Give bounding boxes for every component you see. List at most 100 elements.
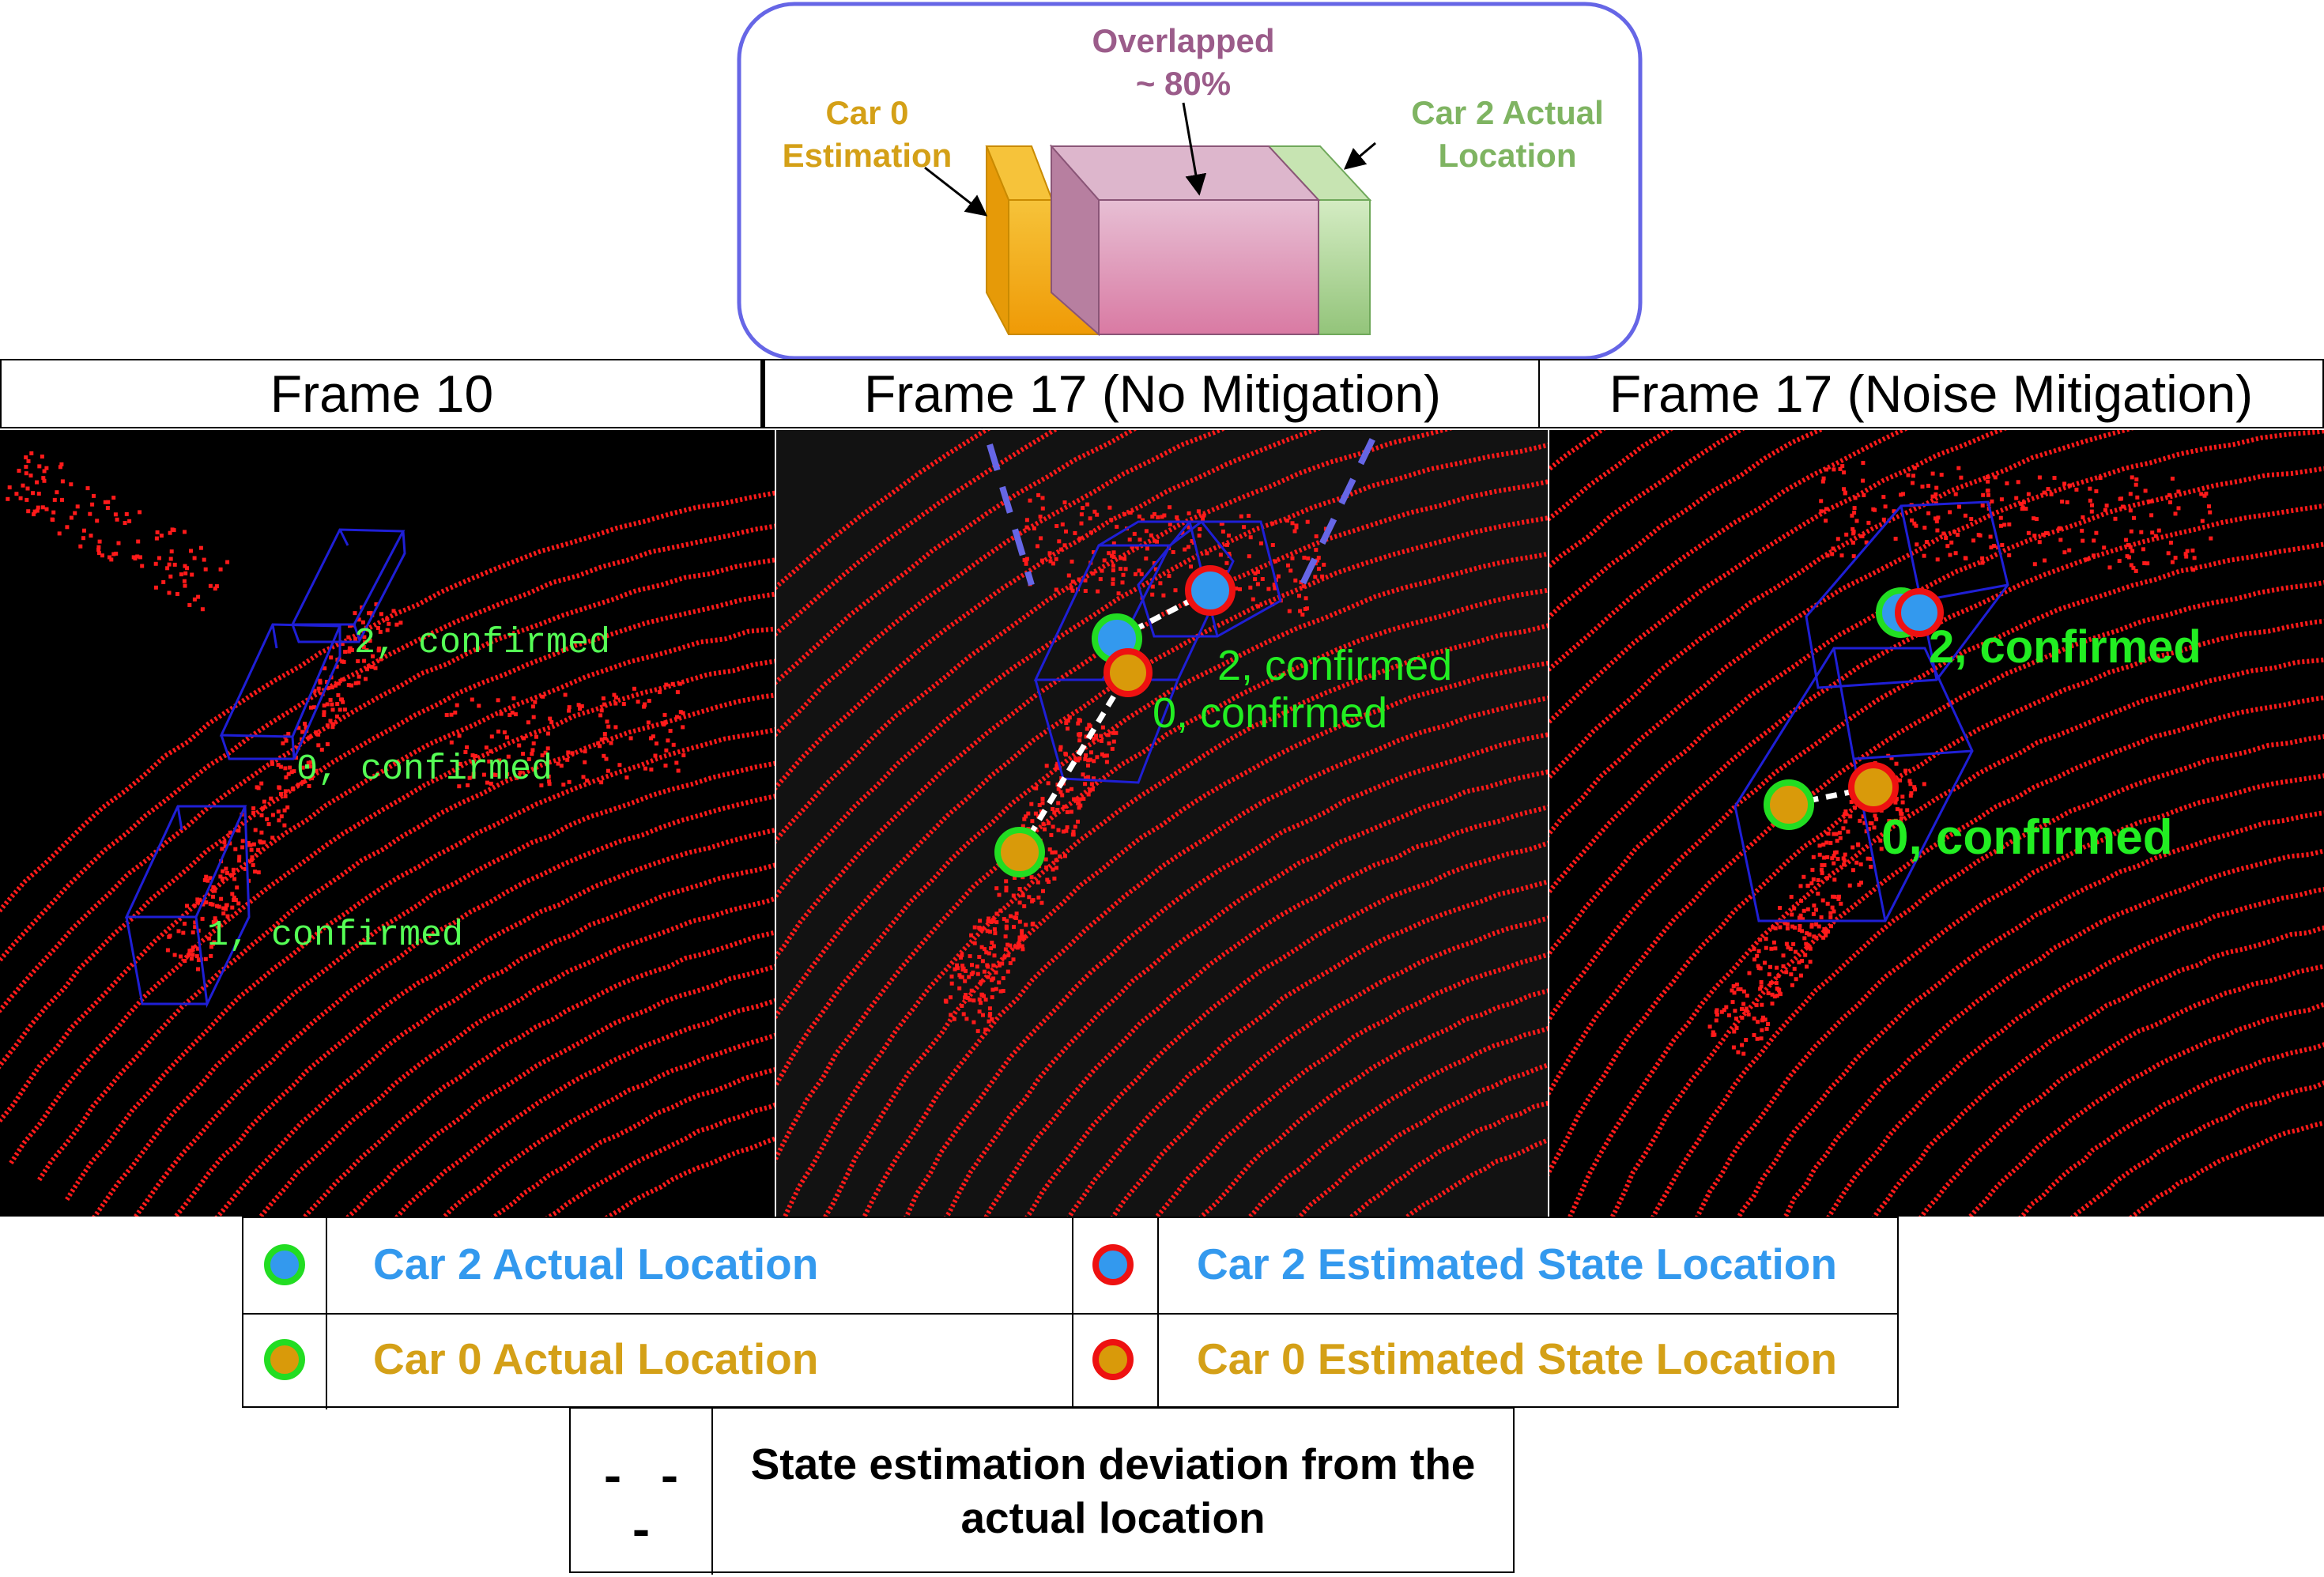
lidar-point bbox=[1764, 937, 1768, 941]
lidar-point bbox=[1040, 496, 1045, 500]
lidar-point bbox=[1814, 907, 1818, 912]
lidar-point bbox=[1039, 900, 1044, 905]
lidar-ring bbox=[2018, 1042, 2324, 1217]
lidar-point bbox=[155, 530, 160, 534]
lidar-point bbox=[1732, 990, 1737, 995]
lidar-point bbox=[1740, 1006, 1744, 1011]
lidar-point bbox=[1077, 577, 1081, 582]
lidar-point bbox=[230, 873, 234, 877]
lidar-point bbox=[547, 779, 552, 783]
lidar-point bbox=[36, 492, 41, 496]
lidar-point bbox=[1834, 832, 1839, 836]
lidar-point bbox=[457, 784, 462, 789]
lidar-point bbox=[250, 855, 255, 860]
lidar-point bbox=[1160, 515, 1164, 519]
lidar-point bbox=[1098, 577, 1103, 582]
lidar-point bbox=[114, 551, 119, 556]
lidar-point bbox=[1832, 877, 1837, 882]
lidar-point bbox=[2121, 504, 2126, 509]
lidar-point bbox=[2192, 556, 2197, 560]
lidar-point bbox=[1989, 545, 1994, 549]
lidar-point bbox=[990, 987, 995, 992]
lidar-point bbox=[670, 681, 675, 686]
lidar-point bbox=[1828, 915, 1833, 919]
lidar-point bbox=[1111, 564, 1115, 568]
lidar-point bbox=[1060, 793, 1065, 798]
lidar-point bbox=[336, 692, 341, 697]
lidar-point bbox=[1893, 800, 1898, 805]
lidar-point bbox=[1793, 926, 1797, 930]
lidar-point bbox=[969, 933, 974, 938]
lidar-point bbox=[210, 902, 215, 907]
lidar-point bbox=[203, 567, 208, 572]
lidar-point bbox=[1930, 471, 1935, 476]
lidar-point bbox=[25, 486, 30, 491]
lidar-point bbox=[231, 867, 236, 872]
lidar-point bbox=[2037, 475, 2042, 480]
lidar-point bbox=[1912, 521, 1917, 526]
lidar-point bbox=[1740, 1015, 1745, 1020]
lidar-point bbox=[1843, 819, 1848, 824]
lidar-point bbox=[209, 945, 213, 949]
lidar-ring bbox=[1549, 579, 2324, 1097]
lidar-point bbox=[364, 647, 369, 652]
lidar-point bbox=[1070, 787, 1073, 791]
lidar-point bbox=[1830, 552, 1835, 556]
lidar-point bbox=[224, 903, 229, 907]
panel-3-car2-estimated-marker bbox=[1895, 588, 1944, 637]
lidar-ring bbox=[776, 430, 1226, 738]
lidar-point bbox=[602, 702, 607, 707]
lidar-point bbox=[92, 493, 96, 498]
lidar-point bbox=[1054, 587, 1058, 592]
lidar-ring bbox=[132, 794, 775, 1217]
lidar-point bbox=[971, 1020, 976, 1024]
lidar-point bbox=[507, 713, 512, 717]
lidar-point bbox=[179, 572, 183, 577]
lidar-point bbox=[282, 823, 287, 828]
lidar-point bbox=[1846, 829, 1851, 834]
lidar-point bbox=[235, 885, 240, 890]
lidar-point bbox=[1808, 946, 1813, 951]
lidar-point bbox=[194, 954, 199, 959]
lidar-point bbox=[1052, 810, 1057, 815]
lidar-point bbox=[1767, 972, 1771, 977]
lidar-point bbox=[1805, 931, 1809, 936]
lidar-point bbox=[975, 1028, 980, 1033]
lidar-point bbox=[385, 628, 390, 632]
lidar-point bbox=[2130, 475, 2134, 480]
lidar-point bbox=[1839, 553, 1844, 558]
lidar-point bbox=[288, 765, 292, 770]
lidar-point bbox=[2084, 557, 2089, 562]
lidar-point bbox=[334, 683, 338, 688]
lidar-point bbox=[230, 892, 235, 896]
lidar-point bbox=[1798, 973, 1803, 978]
panel-1-boxes bbox=[124, 528, 406, 1009]
lidar-point bbox=[1971, 538, 1975, 543]
lidar-point bbox=[1190, 539, 1194, 543]
lidar-point bbox=[581, 775, 586, 779]
lidar-point bbox=[26, 509, 31, 514]
lidar-point bbox=[959, 955, 963, 960]
lidar-point bbox=[1017, 887, 1022, 891]
lidar-point bbox=[1017, 919, 1022, 924]
lidar-ring bbox=[172, 828, 775, 1217]
lidar-point bbox=[1732, 1029, 1737, 1034]
lidar-point bbox=[1070, 588, 1075, 593]
lidar-point bbox=[1198, 527, 1202, 531]
lidar-point bbox=[632, 686, 636, 691]
lidar-point bbox=[316, 686, 321, 691]
lidar-point bbox=[1826, 930, 1831, 934]
lidar-point bbox=[1011, 893, 1016, 898]
lidar-point bbox=[1022, 817, 1027, 821]
lidar-point bbox=[2173, 556, 2178, 560]
lidar-point bbox=[1869, 865, 1873, 869]
lidar-point bbox=[185, 904, 189, 908]
lidar-point bbox=[306, 760, 311, 765]
lidar-point bbox=[549, 720, 554, 725]
lidar-point bbox=[1300, 613, 1305, 617]
lidar-point bbox=[42, 478, 47, 483]
lidar-point bbox=[135, 554, 140, 559]
lidar-point bbox=[182, 579, 187, 583]
lidar-point bbox=[1064, 529, 1068, 534]
lidar-point bbox=[567, 705, 572, 710]
